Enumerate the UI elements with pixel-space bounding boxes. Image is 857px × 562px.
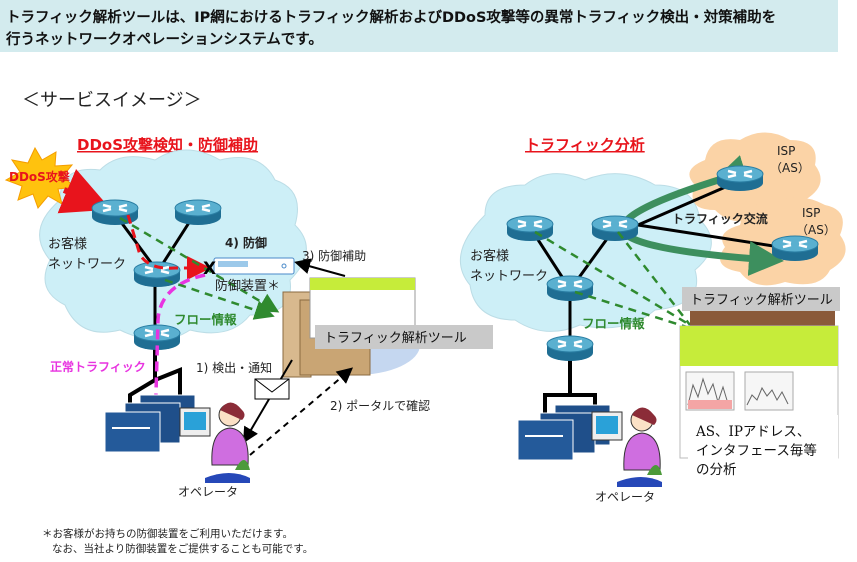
flow-info-arrow bbox=[164, 278, 275, 320]
notify-arrow bbox=[242, 359, 293, 444]
flow-info-arrow bbox=[119, 216, 280, 313]
defense-device-label: 防御装置＊ bbox=[215, 278, 280, 294]
left-network-label-1: お客様 bbox=[48, 236, 87, 252]
normal-traffic-label: 正常トラフィック bbox=[50, 359, 146, 374]
section-title: ＜サービスイメージ＞ bbox=[22, 90, 202, 111]
router-icon bbox=[505, 214, 555, 243]
router-icon bbox=[590, 214, 640, 243]
step1-label: 1) 検出・通知 bbox=[196, 361, 272, 375]
operator-icon bbox=[591, 407, 662, 487]
customer-cloud-right bbox=[459, 173, 712, 332]
defense-device bbox=[213, 257, 295, 275]
attack-arrow bbox=[57, 169, 112, 214]
attack-path bbox=[126, 214, 211, 280]
link bbox=[531, 231, 568, 284]
isp1-label-2: （AS） bbox=[770, 161, 810, 175]
analysis-label-1: AS、IPアドレス、 bbox=[695, 424, 810, 440]
flow-info-label-right: フロー情報 bbox=[582, 316, 645, 331]
analysis-text-bg bbox=[688, 415, 838, 480]
tool-label-left: トラフィック解析ツール bbox=[324, 331, 467, 346]
link bbox=[116, 217, 157, 269]
analysis-label-3: の分析 bbox=[696, 462, 737, 478]
router-icon bbox=[545, 274, 595, 303]
tool-label-box-right bbox=[682, 287, 840, 311]
header-line-2: 行うネットワークオペレーションシステムです。 bbox=[6, 32, 323, 48]
step4-label: 4) 防御 bbox=[225, 235, 267, 250]
link bbox=[573, 231, 614, 284]
right-title: トラフィック分析 bbox=[525, 136, 645, 154]
tool-label-box-left bbox=[315, 325, 493, 349]
ddos-burst: DDoS攻撃 bbox=[4, 146, 76, 209]
router-icon bbox=[770, 234, 820, 263]
left-network-label-2: ネットワーク bbox=[48, 257, 126, 272]
defense-assist-arrow bbox=[294, 258, 346, 277]
header-line-1: トラフィック解析ツールは、IP網におけるトラフィック解析およびDDoS攻撃等の異… bbox=[6, 10, 777, 26]
block-x-mark: X bbox=[203, 259, 216, 279]
isp2-label-1: ISP bbox=[802, 206, 820, 220]
router-icon bbox=[173, 198, 223, 227]
operator-label-right: オペレータ bbox=[595, 490, 655, 504]
step2-label: 2) ポータルで確認 bbox=[330, 398, 430, 413]
footnote-line-1: ＊お客様がお持ちの防御装置をご利用いただけます。 bbox=[42, 527, 293, 540]
router-icon bbox=[715, 164, 765, 193]
normal-traffic-path bbox=[153, 273, 206, 431]
flow-info-label-left: フロー情報 bbox=[174, 312, 237, 327]
right-network-label-2: ネットワーク bbox=[470, 269, 548, 284]
link bbox=[158, 217, 194, 269]
router-icon bbox=[545, 334, 595, 363]
ddos-attack-label: DDoS攻撃 bbox=[9, 169, 70, 184]
header-banner: トラフィック解析ツールは、IP網におけるトラフィック解析およびDDoS攻撃等の異… bbox=[0, 0, 838, 52]
server-rack-icon bbox=[104, 394, 196, 453]
operator-icon bbox=[179, 402, 250, 483]
traffic-exchange-label: トラフィック交流 bbox=[672, 211, 768, 226]
footnote-line-2: なお、当社より防御装置をご提供することも可能です。 bbox=[52, 542, 313, 555]
operator-label-left: オペレータ bbox=[178, 485, 238, 499]
isp1-label-1: ISP bbox=[777, 144, 795, 158]
flow-info-arrows-right bbox=[534, 230, 691, 330]
right-network-label-1: お客様 bbox=[470, 248, 509, 264]
left-title: DDoS攻撃検知・防御補助 bbox=[77, 136, 258, 154]
link bbox=[543, 355, 572, 420]
isp2-label-2: （AS） bbox=[796, 223, 836, 237]
mail-icon bbox=[254, 378, 290, 400]
step3-label: 3) 防御補助 bbox=[302, 248, 366, 263]
analysis-label-2: インタフェース毎等 bbox=[696, 442, 817, 459]
tool-label-right: トラフィック解析ツール bbox=[690, 293, 833, 308]
